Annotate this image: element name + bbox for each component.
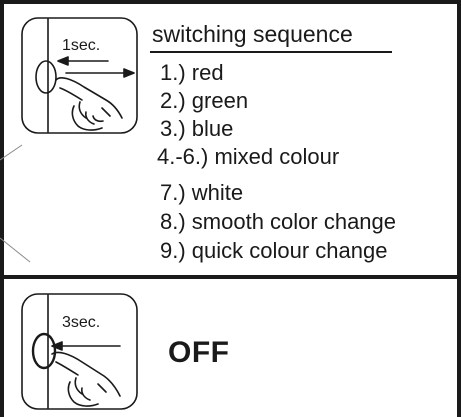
heading-underline <box>150 51 392 53</box>
switch-press-3sec-icon <box>21 293 138 410</box>
duration-label-3sec: 3sec. <box>62 314 101 331</box>
duration-label-1sec: 1sec. <box>62 37 101 54</box>
switch-press-1sec-icon <box>21 17 138 134</box>
leader-line-upper <box>0 144 23 161</box>
sequence-heading: switching sequence <box>152 21 353 47</box>
sequence-item: 8.) smooth color change <box>160 209 397 234</box>
off-label: OFF <box>168 336 230 369</box>
leader-line-lower <box>0 237 31 263</box>
sequence-item: 3.) blue <box>160 116 234 141</box>
sequence-item: 9.) quick colour change <box>160 238 388 263</box>
sequence-item: 4.-6.) mixed colour <box>157 144 340 169</box>
sequence-item: 2.) green <box>160 88 249 113</box>
sequence-item: 7.) white <box>160 180 244 205</box>
sequence-item: 1.) red <box>160 60 224 85</box>
